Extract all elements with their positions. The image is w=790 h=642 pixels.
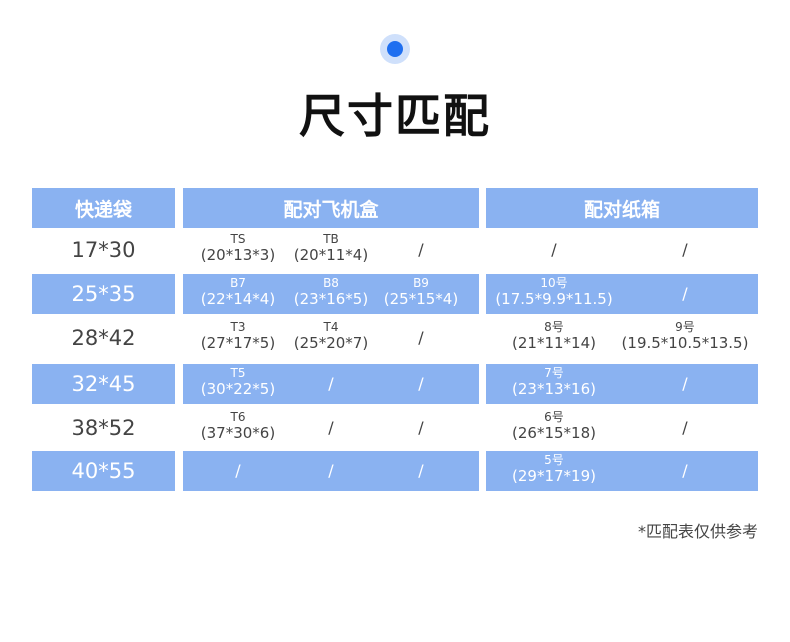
row-band (32, 451, 175, 491)
bag-size-cell: 25*35 (71, 282, 136, 306)
empty-slash: / (418, 240, 424, 259)
carton-item: 10号(17.5*9.9*11.5) (484, 277, 624, 307)
footnote: *匹配表仅供参考 (637, 522, 758, 541)
item-dimensions: (30*22*5) (200, 380, 276, 398)
empty-slash: / (418, 418, 424, 437)
row-band (32, 364, 175, 404)
item-dimensions: (20*13*3) (200, 246, 276, 264)
empty-slash: / (418, 328, 424, 347)
empty-slash: / (418, 374, 424, 393)
empty-slash: / (235, 461, 241, 480)
carton-item: 7号(23*13*16) (484, 367, 624, 397)
title-dot-icon (380, 34, 410, 64)
item-code: TS (230, 232, 246, 246)
item-dimensions: (22*14*4) (200, 290, 276, 308)
row-band (32, 274, 175, 314)
item-dimensions: (26*15*18) (512, 424, 596, 442)
item-code: T6 (230, 410, 246, 424)
empty-slash: / (418, 461, 424, 480)
airplane-box-item: TS(20*13*3) (168, 233, 308, 263)
header-bag: 快递袋 (32, 188, 175, 228)
carton-item: 5号(29*17*19) (484, 454, 624, 484)
item-code: 5号 (544, 453, 564, 467)
airplane-box-item: B8(23*16*5) (261, 277, 401, 307)
empty-slash: / (328, 418, 334, 437)
item-dimensions: (20*11*4) (293, 246, 369, 264)
bag-size-cell: 32*45 (71, 372, 136, 396)
item-code: 7号 (544, 366, 564, 380)
bag-size-cell: 28*42 (71, 326, 136, 350)
item-code: B8 (323, 276, 339, 290)
airplane-box-item: T4(25*20*7) (261, 321, 401, 351)
item-code: 8号 (544, 320, 564, 334)
row-band (183, 364, 479, 404)
airplane-box-item: B9(25*15*4) (351, 277, 491, 307)
row-band (183, 274, 479, 314)
empty-slash: / (551, 240, 557, 259)
item-dimensions: (23*13*16) (512, 380, 596, 398)
empty-slash: / (682, 418, 688, 437)
carton-item: 6号(26*15*18) (484, 411, 624, 441)
item-dimensions: (21*11*14) (512, 334, 596, 352)
empty-slash: / (328, 461, 334, 480)
empty-slash: / (328, 374, 334, 393)
item-dimensions: (37*30*6) (200, 424, 276, 442)
item-dimensions: (17.5*9.9*11.5) (495, 290, 613, 308)
item-dimensions: (19.5*10.5*13.5) (621, 334, 749, 352)
item-code: T3 (230, 320, 246, 334)
empty-slash: / (682, 240, 688, 259)
item-code: B9 (413, 276, 429, 290)
item-dimensions: (25*15*4) (383, 290, 459, 308)
item-dimensions: (25*20*7) (293, 334, 369, 352)
carton-item: 9号(19.5*10.5*13.5) (615, 321, 755, 351)
row-band (486, 364, 758, 404)
item-dimensions: (29*17*19) (512, 467, 596, 485)
item-code: 6号 (544, 410, 564, 424)
item-code: T5 (230, 366, 246, 380)
item-code: 10号 (540, 276, 568, 290)
row-band (183, 451, 479, 491)
bag-size-cell: 40*55 (71, 459, 136, 483)
airplane-box-item: T5(30*22*5) (168, 367, 308, 397)
carton-item: 8号(21*11*14) (484, 321, 624, 351)
row-band (486, 451, 758, 491)
item-dimensions: (23*16*5) (293, 290, 369, 308)
row-band (486, 274, 758, 314)
header-carton: 配对纸箱 (486, 188, 758, 228)
item-code: T4 (323, 320, 339, 334)
empty-slash: / (682, 461, 688, 480)
page-title: 尺寸匹配 (299, 89, 491, 143)
bag-size-cell: 38*52 (71, 416, 136, 440)
header-airplane-box: 配对飞机盒 (183, 188, 479, 228)
bag-size-cell: 17*30 (71, 238, 136, 262)
item-code: B7 (230, 276, 246, 290)
item-dimensions: (27*17*5) (200, 334, 276, 352)
empty-slash: / (682, 374, 688, 393)
item-code: TB (323, 232, 339, 246)
airplane-box-item: T3(27*17*5) (168, 321, 308, 351)
airplane-box-item: TB(20*11*4) (261, 233, 401, 263)
title-dot-center (387, 41, 403, 57)
empty-slash: / (682, 284, 688, 303)
airplane-box-item: T6(37*30*6) (168, 411, 308, 441)
airplane-box-item: B7(22*14*4) (168, 277, 308, 307)
item-code: 9号 (675, 320, 695, 334)
